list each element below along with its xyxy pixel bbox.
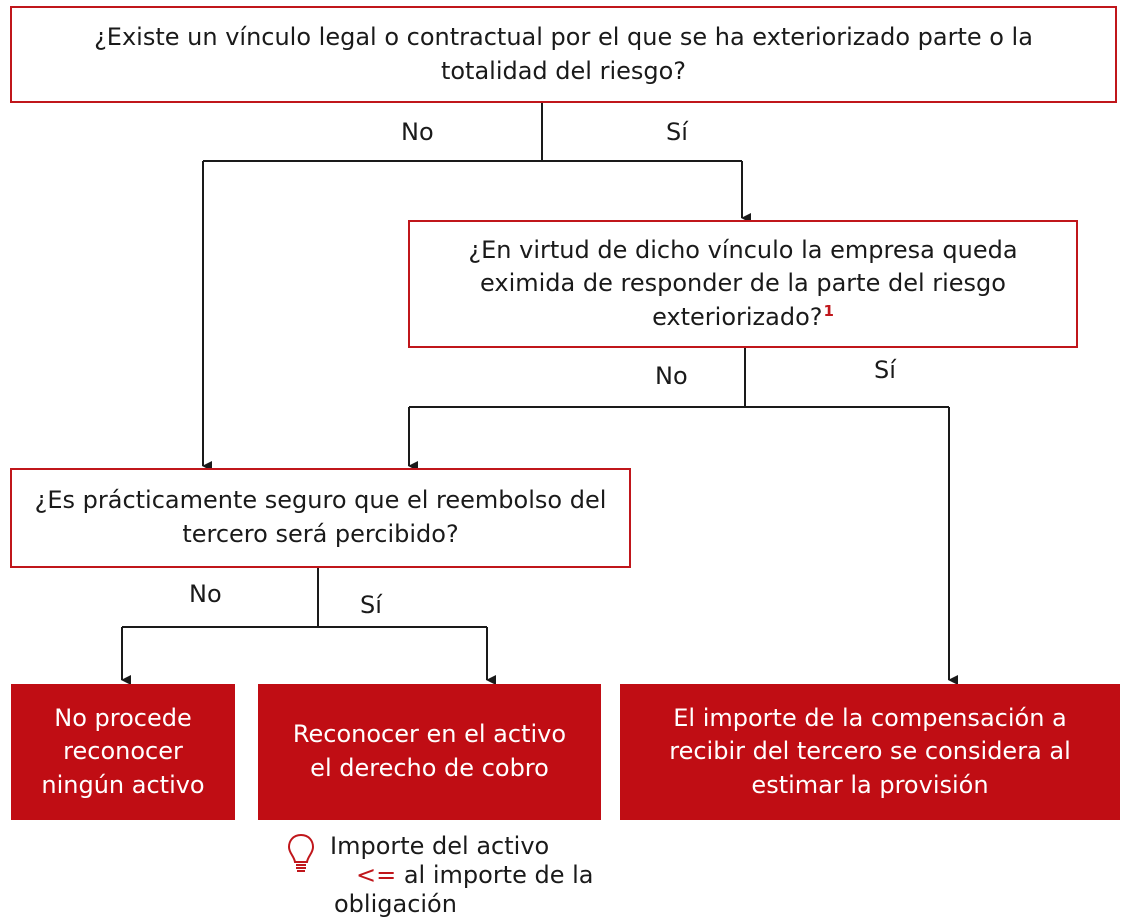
q2-yes-label: Sí [874, 356, 896, 384]
q3-no-label: No [189, 580, 222, 608]
question-text: ¿Existe un vínculo legal o contractual p… [94, 22, 1033, 85]
result-text: No procede reconocer ningún activo [41, 703, 205, 799]
q2-no-label: No [655, 362, 688, 390]
result-text: El importe de la compensación a recibir … [669, 703, 1071, 799]
note-line-1: Importe del activo [330, 832, 550, 860]
result-no-asset: No procede reconocer ningún activo [11, 684, 235, 820]
result-provision-estimate: El importe de la compensación a recibir … [620, 684, 1120, 820]
question-box-exteriorized-risk: ¿Existe un vínculo legal o contractual p… [10, 6, 1117, 103]
lightbulb-icon [287, 833, 315, 872]
note-operator: <= [356, 860, 397, 889]
note-line-2: <= al importe de la [330, 861, 594, 890]
q1-yes-label: Sí [666, 118, 688, 146]
question-text-body: ¿En virtud de dicho vínculo la empresa q… [468, 235, 1018, 331]
note-line-2-text: al importe de la [396, 860, 594, 889]
result-text: Reconocer en el activo el derecho de cob… [292, 720, 567, 782]
asset-amount-note: Importe del activo <= al importe de la o… [330, 832, 594, 918]
note-line-3: obligación [334, 889, 457, 918]
question-box-reimbursement-certain: ¿Es prácticamente seguro que el reembols… [10, 468, 631, 568]
question-box-exempt-from-risk: ¿En virtud de dicho vínculo la empresa q… [408, 220, 1078, 348]
question-text: ¿Es prácticamente seguro que el reembols… [34, 486, 607, 548]
question-text: ¿En virtud de dicho vínculo la empresa q… [426, 234, 1060, 335]
q1-no-label: No [401, 118, 434, 146]
result-recognize-asset: Reconocer en el activo el derecho de cob… [258, 684, 601, 820]
footnote-marker: 1 [823, 301, 834, 320]
q3-yes-label: Sí [360, 591, 382, 619]
